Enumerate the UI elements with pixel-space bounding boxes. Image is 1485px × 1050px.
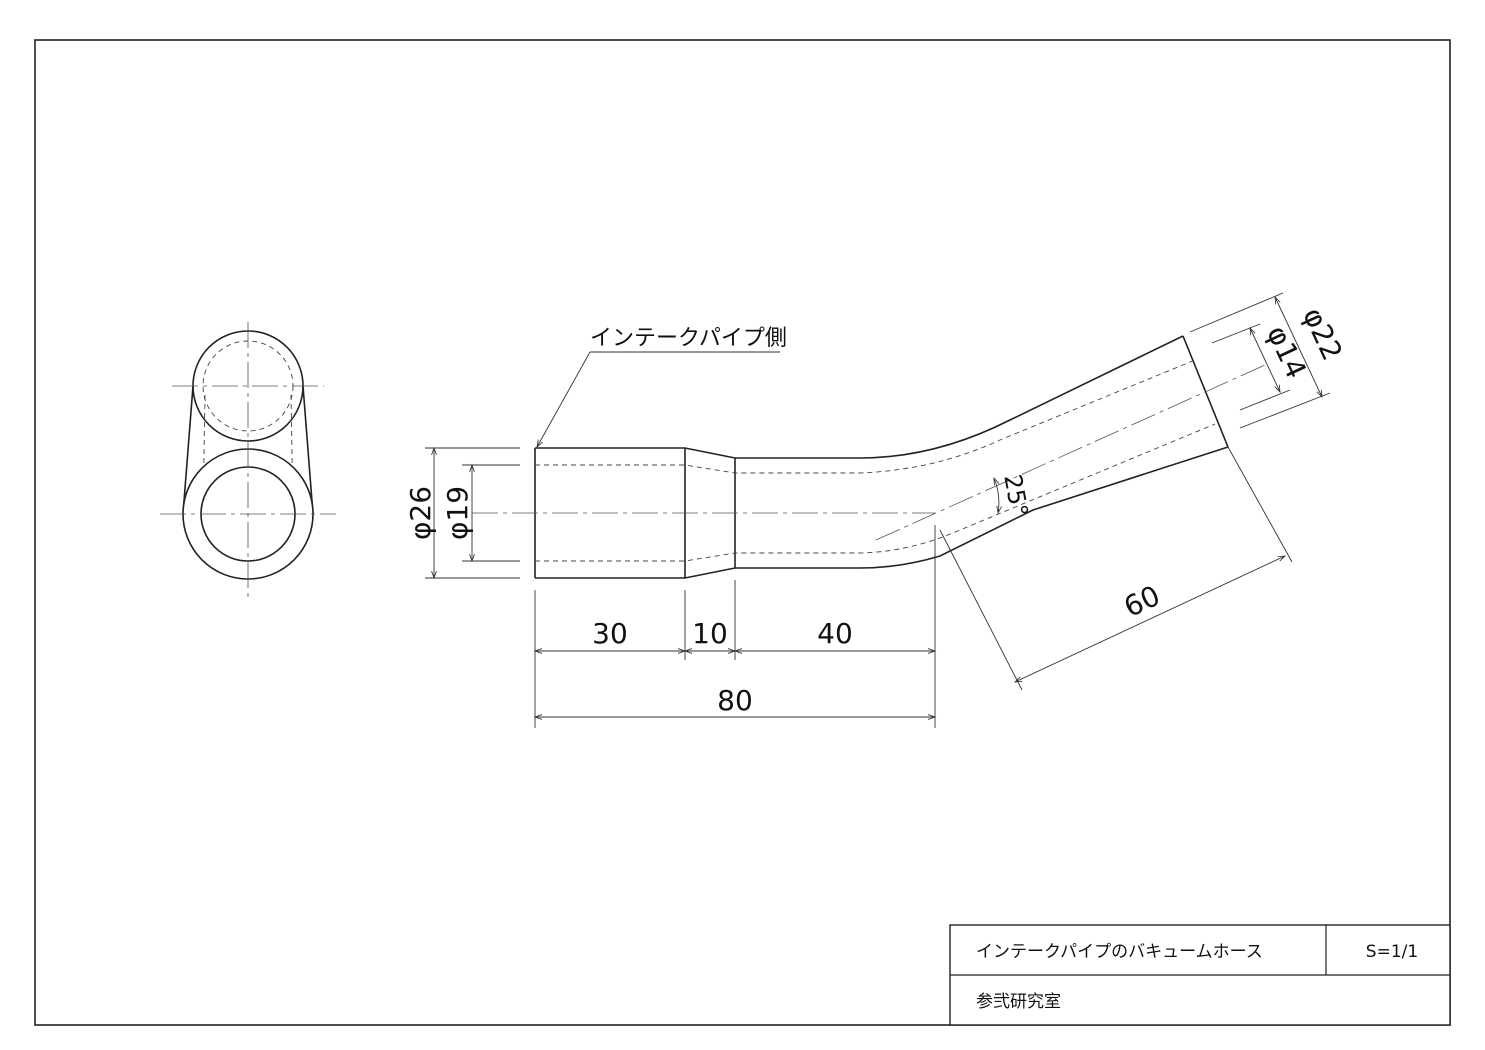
- angle-arc-25: [993, 476, 1002, 515]
- dim-text-40: 40: [817, 617, 853, 650]
- title-block-title: インテークパイプのバキュームホース: [976, 942, 1263, 962]
- end-view-left-tangent: [182, 385, 194, 515]
- hose-center-line-angled: [875, 364, 1266, 541]
- dim-text-30: 30: [592, 617, 628, 650]
- dim-text-angle: 25°: [998, 472, 1033, 519]
- callout-intake-side: インテークパイプ側: [590, 326, 787, 351]
- dim-line-dia22: [1274, 295, 1323, 399]
- ext-line-dia22-bottom: [1239, 392, 1331, 429]
- title-block: インテークパイプのバキュームホース S=1/1 参弐研究室: [949, 924, 1451, 1026]
- hose-bore-top-hidden: [535, 359, 1196, 474]
- ext-line-dia14-bottom: [1239, 389, 1291, 411]
- hose-outline-bottom: [535, 446, 1229, 579]
- ext-line-60-right: [1227, 446, 1293, 563]
- dimensions: φ26 φ19 30 10 40 80 60 φ22 φ14 25°: [404, 292, 1349, 728]
- dim-line-dia14: [1249, 326, 1281, 394]
- end-view-right-tangent: [302, 385, 314, 515]
- side-view: [472, 335, 1266, 579]
- hose-outline-top: [535, 335, 1184, 459]
- dim-text-60: 60: [1119, 579, 1165, 624]
- title-block-scale: S=1/1: [1366, 942, 1418, 962]
- dim-line-60: [1013, 555, 1287, 683]
- dim-text-dia26: φ26: [404, 486, 437, 540]
- drawing-frame: [34, 39, 1451, 1026]
- title-block-author: 参弐研究室: [976, 992, 1061, 1012]
- hose-bore-bottom-hidden: [535, 423, 1216, 562]
- ext-line-60-left: [939, 529, 1023, 691]
- end-view: [160, 322, 336, 600]
- ext-line-dia22-top: [1189, 292, 1284, 333]
- dim-text-80: 80: [717, 684, 753, 717]
- callout-leader: [536, 351, 591, 449]
- dim-text-10: 10: [692, 617, 728, 650]
- dim-text-dia19: φ19: [441, 486, 474, 540]
